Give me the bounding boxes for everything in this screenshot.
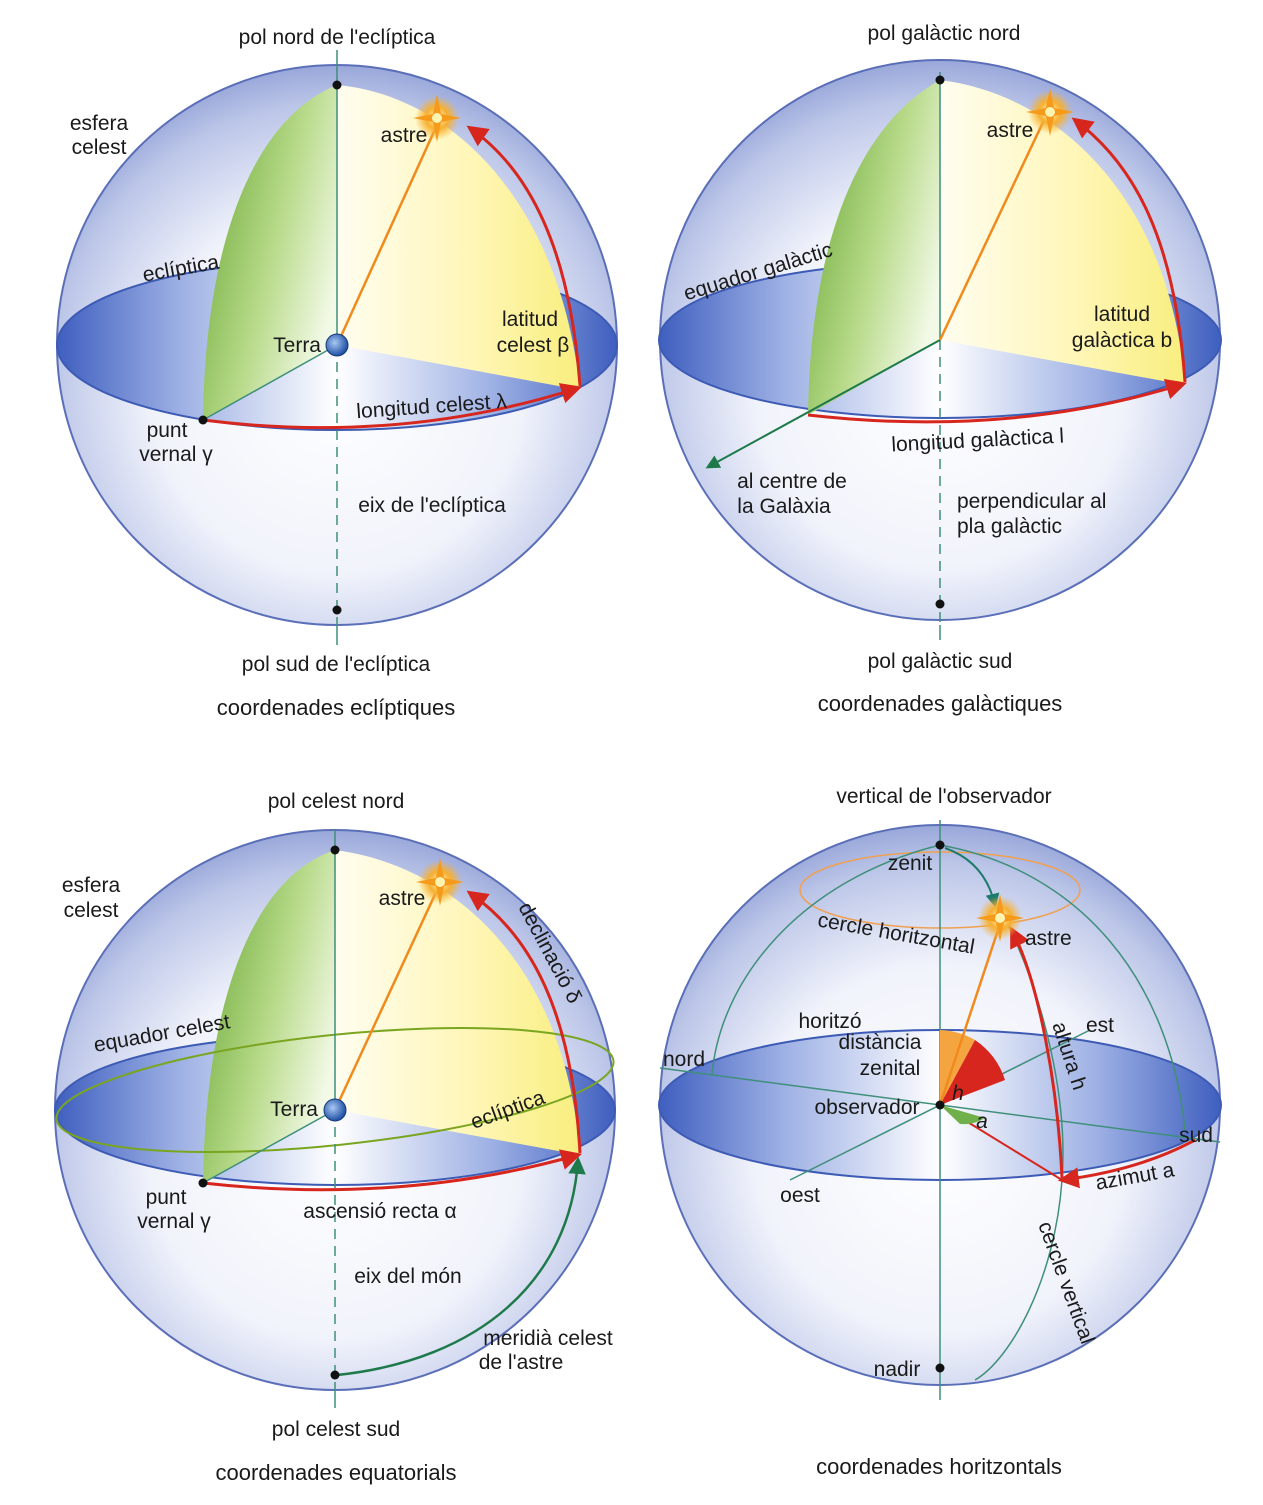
center-label-1: al centre de xyxy=(737,470,847,493)
meridian-circle xyxy=(711,844,941,1076)
north-pole-dot xyxy=(332,80,342,90)
sphere-label-2: celest xyxy=(64,899,119,922)
star-vector xyxy=(333,887,440,1111)
east-label: est xyxy=(1086,1014,1114,1037)
star-label: astre xyxy=(1025,927,1072,950)
south-label: sud xyxy=(1179,1124,1213,1147)
altitude-mark: h xyxy=(952,1082,964,1105)
longitude-arc xyxy=(202,383,583,430)
azimuth-sector xyxy=(940,1105,985,1125)
nadir-dot xyxy=(935,1363,945,1373)
top-label: pol celest nord xyxy=(268,790,405,813)
bottom-label: pol sud de l'eclíptica xyxy=(242,653,431,676)
caption: coordenades horitzontals xyxy=(816,1454,1062,1479)
latitude-label-1: latitud xyxy=(502,308,558,331)
south-pole-dot xyxy=(332,605,342,615)
vernal-label-1: punt xyxy=(147,419,188,442)
nadir-label: nadir xyxy=(874,1358,921,1381)
zenith-dot xyxy=(935,840,945,850)
azimuth-mark: a xyxy=(976,1110,988,1133)
sphere-label-1: esfera xyxy=(70,112,129,135)
star-sector xyxy=(940,80,1185,385)
caption: coordenades galàctiques xyxy=(818,691,1063,716)
perpendicular-label-2: pla galàctic xyxy=(957,515,1062,538)
zenith-distance-label-1: distància xyxy=(839,1031,922,1054)
observer-label: observador xyxy=(814,1096,919,1119)
north-pole-dot xyxy=(330,845,340,855)
south-pole-dot xyxy=(330,1370,340,1380)
ecliptic-panel: pol nord de l'eclíptica esfera celest as… xyxy=(56,26,618,720)
star-label: astre xyxy=(987,119,1034,142)
vernal-line xyxy=(202,1109,336,1184)
caption: coordenades equatorials xyxy=(216,1460,457,1485)
zenith-distance-label-2: zenital xyxy=(860,1057,921,1080)
right-ascension-label: ascensió recta α xyxy=(303,1200,456,1223)
ecliptic-ring xyxy=(55,1026,615,1154)
vernal-label-1: punt xyxy=(146,1186,187,1209)
star-label: astre xyxy=(379,887,426,910)
star-sector xyxy=(335,850,580,1155)
horizon-label: horitzó xyxy=(798,1010,861,1033)
latitude-label-2: galàctica b xyxy=(1072,329,1172,352)
vernal-label-2: vernal γ xyxy=(137,1210,211,1233)
altitude-sector xyxy=(940,1040,1005,1105)
top-label: pol galàctic nord xyxy=(868,22,1021,45)
altitude-arc xyxy=(1010,926,1064,1179)
meridian-arc xyxy=(336,1156,586,1377)
latitude-arc xyxy=(466,125,582,387)
west-label: oest xyxy=(780,1184,820,1207)
declination-arc xyxy=(466,890,582,1154)
vernal-label-2: vernal γ xyxy=(139,443,213,466)
top-label: pol nord de l'eclíptica xyxy=(239,26,436,49)
axis-label: eix del món xyxy=(354,1265,461,1288)
meridian-label-2: de l'astre xyxy=(479,1351,564,1374)
star-vector xyxy=(335,124,439,346)
sphere-label-1: esfera xyxy=(62,874,121,897)
longitude-arc xyxy=(807,378,1188,424)
right-ascension-arc xyxy=(202,1149,583,1192)
earth-icon xyxy=(323,1098,347,1122)
south-pole-dot xyxy=(935,599,945,609)
zenith-label: zenit xyxy=(888,852,933,875)
vernal-line xyxy=(202,344,338,421)
vernal-point-dot xyxy=(198,1178,208,1188)
horizontal-panel: vertical de l'observador zenit astre cer… xyxy=(658,785,1222,1479)
center-label-2: la Galàxia xyxy=(737,495,831,518)
observer-dot xyxy=(935,1100,945,1110)
sphere-label-2: celest xyxy=(72,136,127,159)
meridian-sector xyxy=(808,80,940,415)
meridian-circle-right xyxy=(939,844,1186,1131)
star-vector xyxy=(938,923,1002,1106)
bottom-label: pol galàctic sud xyxy=(868,650,1013,673)
latitude-arc xyxy=(1071,117,1187,383)
star-vector xyxy=(938,117,1047,341)
perpendicular-label-1: perpendicular al xyxy=(957,490,1106,513)
vernal-point-dot xyxy=(198,415,208,425)
meridian-sector xyxy=(203,850,335,1183)
center-label: Terra xyxy=(270,1098,318,1121)
equatorial-panel: pol celest nord esfera celest astre decl… xyxy=(54,790,616,1485)
zenith-arrow xyxy=(944,847,1000,908)
azimuth-arc xyxy=(1057,1138,1196,1189)
latitude-label-1: latitud xyxy=(1094,303,1150,326)
bottom-label: pol celest sud xyxy=(272,1418,400,1441)
zenith-distance-sector xyxy=(940,1030,975,1105)
meridian-label-1: meridià celest xyxy=(483,1327,613,1350)
earth-icon xyxy=(325,333,349,357)
axis-label: eix de l'eclíptica xyxy=(358,494,506,517)
meridian-sector xyxy=(203,85,337,420)
top-label: vertical de l'observador xyxy=(836,785,1051,808)
star-sector xyxy=(337,85,580,390)
latitude-label-2: celest β xyxy=(497,334,570,357)
north-pole-dot xyxy=(935,75,945,85)
galactic-center-arrow xyxy=(705,339,941,469)
star-label: astre xyxy=(381,124,428,147)
galactic-panel: pol galàctic nord astre equador galàctic… xyxy=(658,22,1222,716)
north-label: nord xyxy=(663,1048,705,1071)
caption: coordenades eclíptiques xyxy=(217,695,456,720)
center-label: Terra xyxy=(273,334,321,357)
